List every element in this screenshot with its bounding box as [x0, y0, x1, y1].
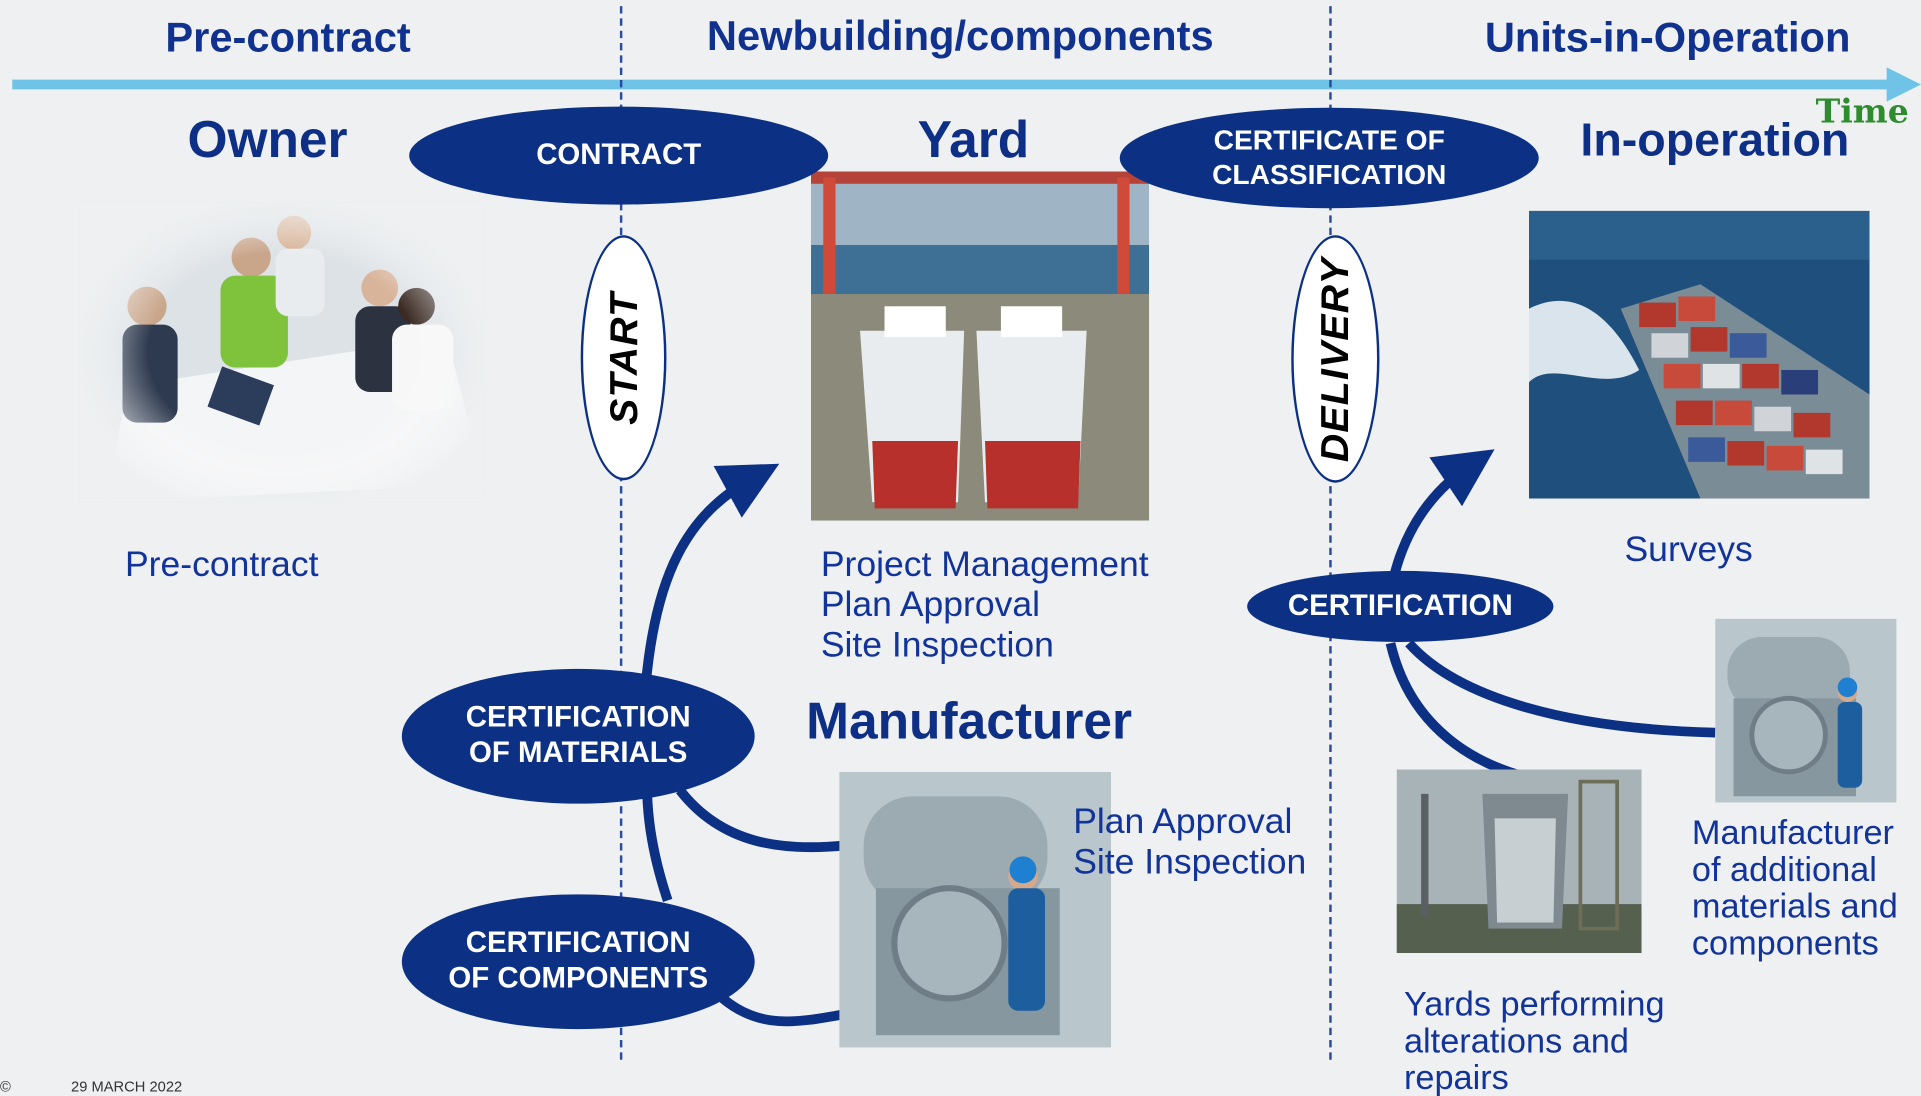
actor-in-operation: In-operation	[1580, 115, 1850, 167]
phase-label-newbuilding: Newbuilding/components	[706, 13, 1214, 61]
copyright-mark: ©	[0, 1078, 11, 1096]
contract-oval: CONTRACT	[409, 106, 829, 205]
container-ship-photo	[1528, 210, 1870, 499]
winch-photo	[839, 771, 1112, 1048]
timeline-arrowhead	[1886, 67, 1921, 102]
time-axis-label: Time	[1815, 93, 1909, 132]
drydock-photo	[1396, 769, 1642, 954]
delivery-milestone: DELIVERY	[1291, 235, 1380, 483]
winch-photo-small	[1715, 618, 1897, 803]
meeting-photo	[79, 202, 484, 503]
phase-divider-2	[1329, 6, 1332, 1060]
actor-manufacturer: Manufacturer	[806, 692, 1133, 750]
certification-of-components-oval: CERTIFICATION OF COMPONENTS	[401, 894, 755, 1030]
phase-divider-1	[619, 6, 623, 1060]
certificate-of-classification-oval: CERTIFICATE OF CLASSIFICATION	[1119, 107, 1539, 209]
start-label: START	[600, 291, 646, 425]
pre-contract-text: Pre-contract	[124, 545, 319, 585]
actor-yard: Yard	[917, 110, 1030, 168]
yards-alterations-text: Yards performing alterations and repairs	[1403, 984, 1665, 1096]
start-milestone: START	[580, 235, 667, 481]
arrow-manufacturer-to-certification	[1405, 639, 1716, 738]
certification-oval: CERTIFICATION	[1247, 570, 1554, 642]
arrow-components-manufacturer	[719, 994, 844, 1027]
certification-of-materials-oval: CERTIFICATION OF MATERIALS	[401, 668, 755, 804]
phase-label-units-in-operation: Units-in-Operation	[1484, 14, 1851, 62]
shipyard-photo	[811, 171, 1150, 521]
delivery-label: DELIVERY	[1312, 256, 1357, 462]
yard-tasks-text: Project Management Plan Approval Site In…	[820, 545, 1149, 665]
arrow-materials-to-yard	[640, 463, 780, 687]
manufacturer-tasks-text: Plan Approval Site Inspection	[1073, 802, 1307, 882]
manufacturer-additional-text: Manufacturer of additional materials and…	[1691, 813, 1898, 962]
actor-owner: Owner	[187, 110, 348, 168]
arrow-materials-manufacturer	[676, 787, 846, 853]
phase-label-pre-contract: Pre-contract	[165, 14, 411, 62]
surveys-text: Surveys	[1624, 530, 1753, 570]
arrow-certification-to-operation	[1389, 449, 1495, 577]
footer-date: 29 MARCH 2022	[71, 1078, 183, 1096]
